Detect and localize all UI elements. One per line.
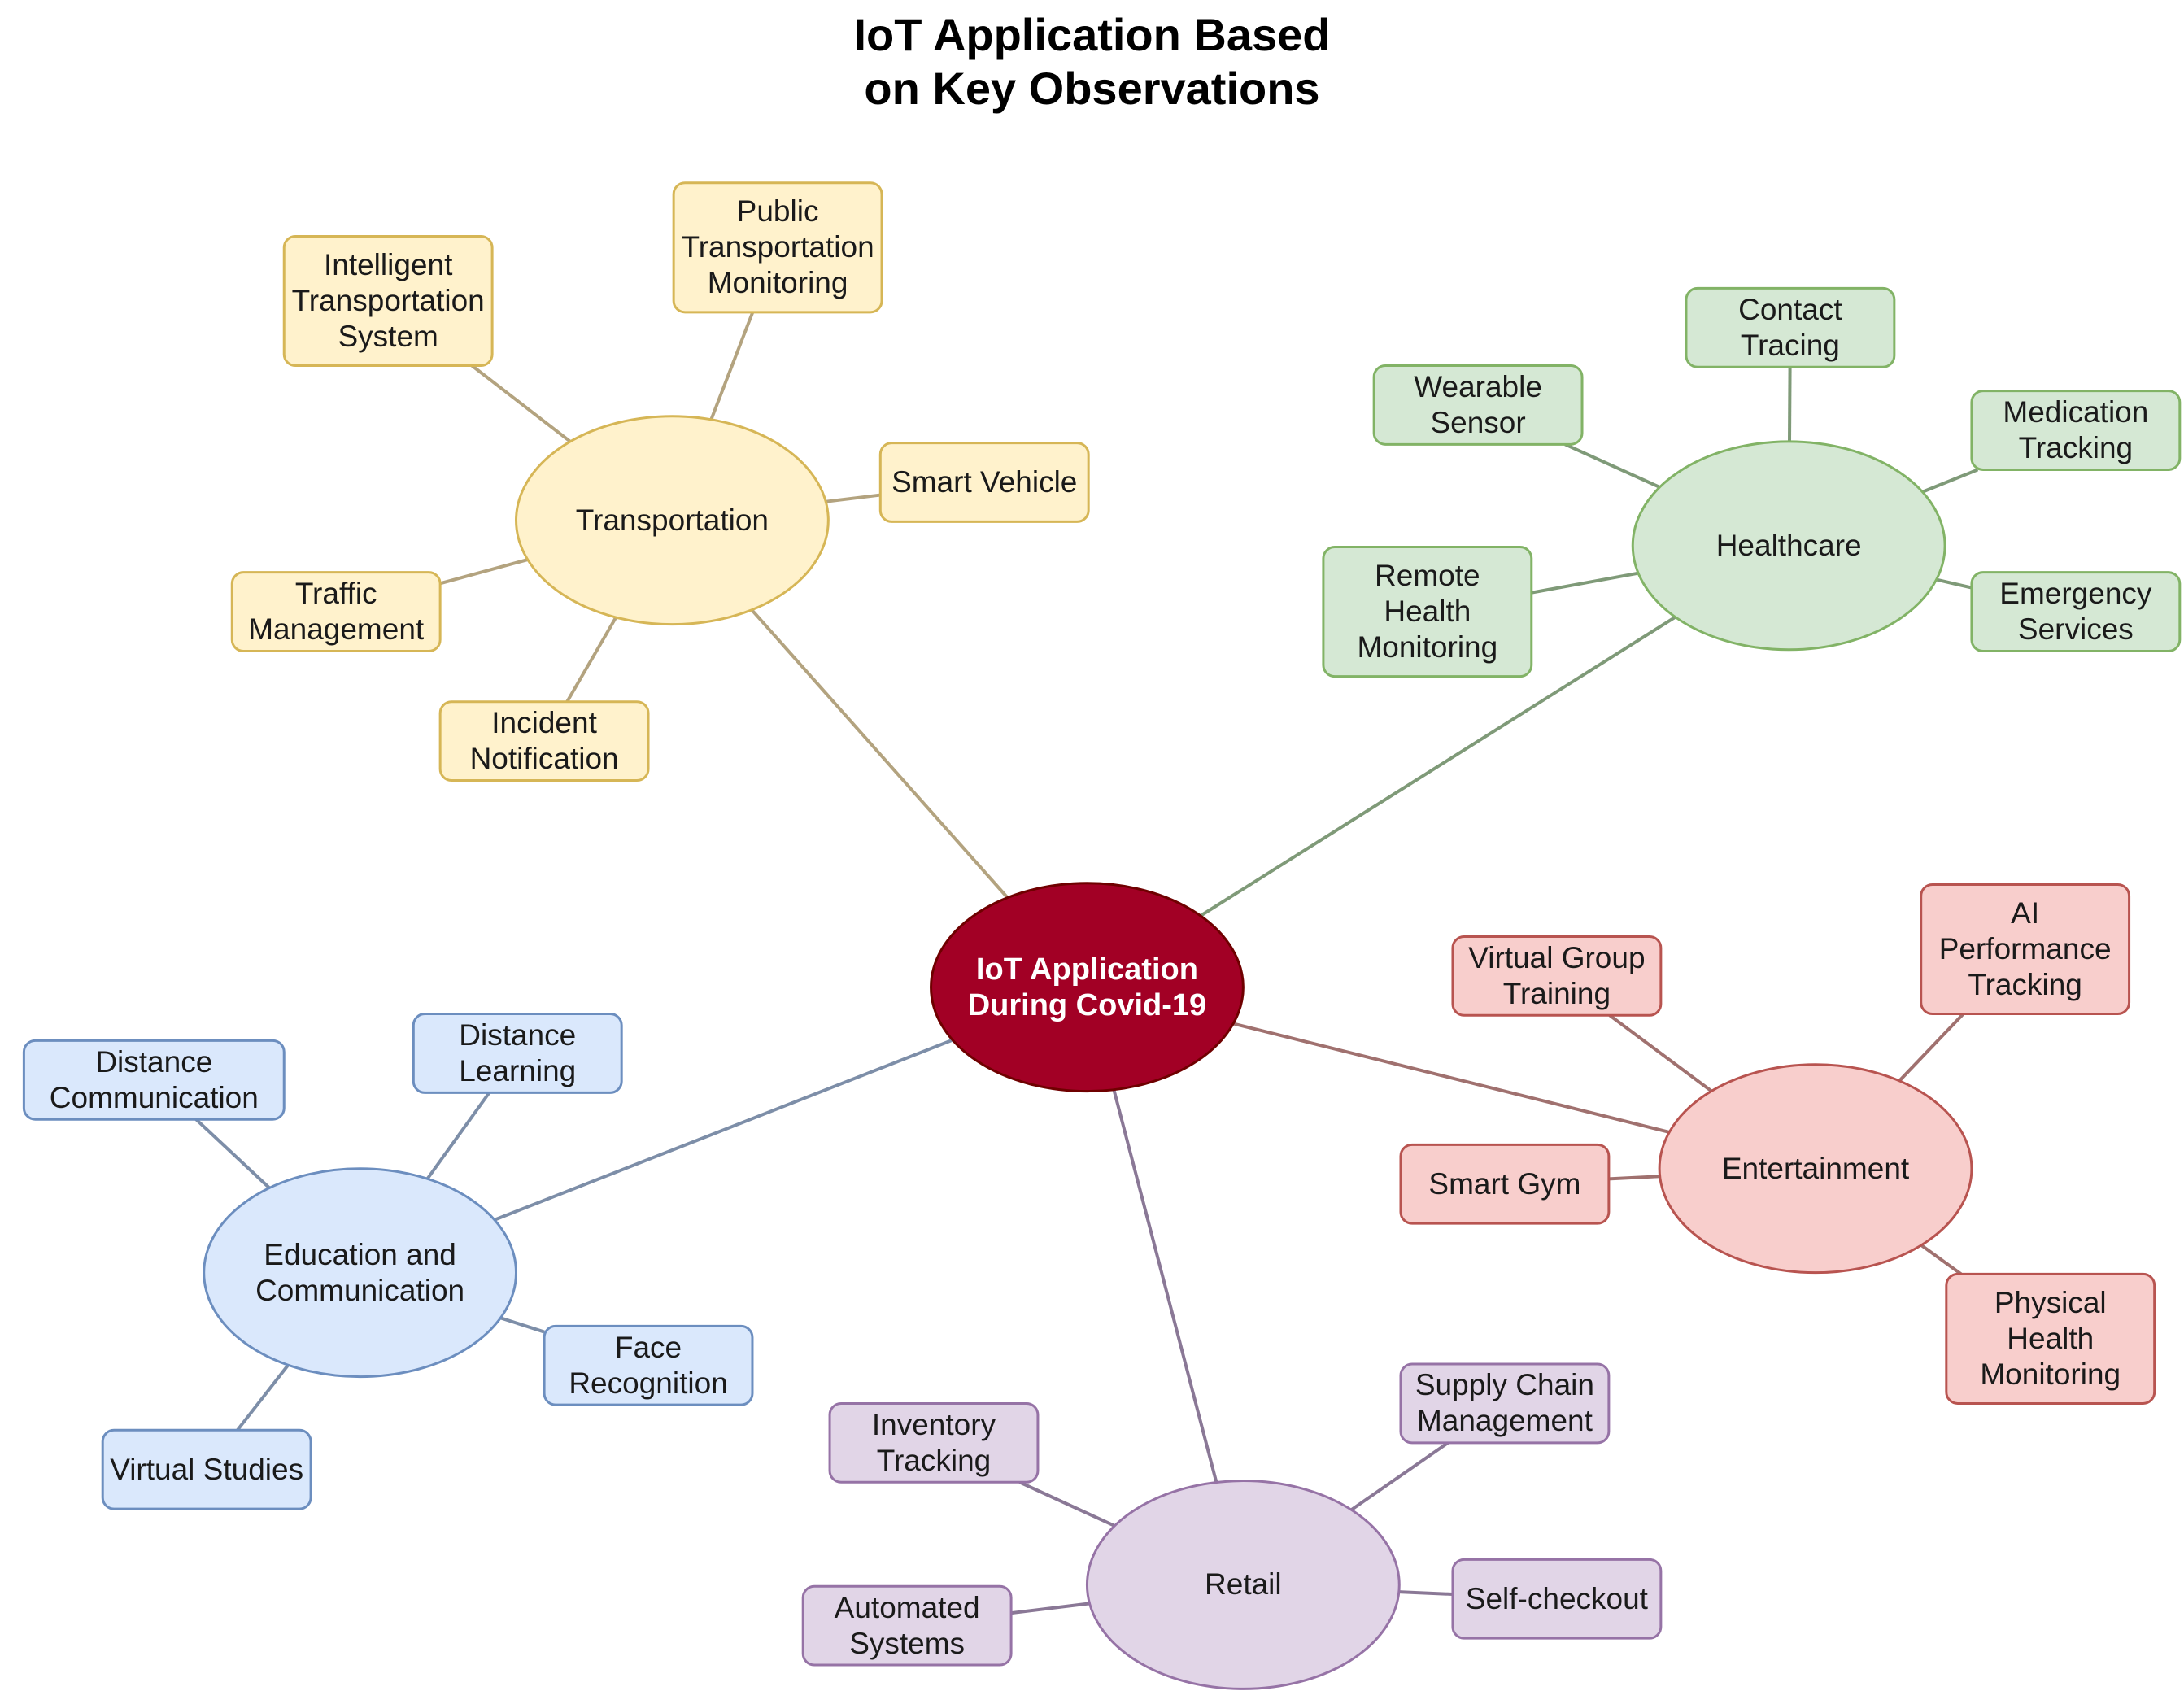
edge-healthcare-leaf-3 xyxy=(1531,571,1639,595)
edge-healthcare-leaf-1 xyxy=(1788,367,1792,442)
diagram-title: IoT Application Based on Key Observation… xyxy=(853,9,1331,114)
edge-entertainment-leaf-1 xyxy=(1898,1013,1965,1083)
edge-entertainment-leaf-0 xyxy=(1608,1013,1713,1093)
healthcare-node xyxy=(1631,440,1946,652)
edge-retail-leaf-0 xyxy=(1018,1480,1116,1528)
edge-healthcare-leaf-0 xyxy=(1564,442,1661,489)
entertainment-leaf-node xyxy=(1920,883,2131,1016)
retail-leaf-node xyxy=(1451,1558,1663,1640)
education-leaf-label: Distance Communication xyxy=(49,1044,259,1114)
transportation-node-label: Transportation xyxy=(575,503,769,537)
healthcare-node-label: Healthcare xyxy=(1715,528,1862,562)
edge-center-entertainment xyxy=(1232,1022,1670,1134)
transportation-leaf-label: Intelligent Transportation System xyxy=(291,247,485,353)
central-node xyxy=(930,882,1245,1093)
entertainment-leaf-node xyxy=(1451,935,1663,1017)
edge-education-leaf-0 xyxy=(194,1118,271,1189)
edge-healthcare-leaf-2 xyxy=(1921,468,1979,494)
edge-education-leaf-3 xyxy=(236,1363,290,1432)
transportation-leaf-node xyxy=(282,234,494,368)
retail-node-label: Retail xyxy=(1205,1567,1282,1602)
healthcare-leaf-node xyxy=(1970,571,2182,652)
education-leaf-node xyxy=(543,1324,754,1406)
healthcare-leaf-label: Medication Tracking xyxy=(2003,395,2149,465)
retail-node xyxy=(1085,1480,1401,1690)
edge-education-leaf-1 xyxy=(425,1092,491,1180)
edge-transportation-leaf-1 xyxy=(709,312,755,421)
healthcare-leaf-node xyxy=(1372,364,1584,446)
edge-transportation-leaf-3 xyxy=(439,558,529,586)
education-leaf-label: Face Recognition xyxy=(569,1330,728,1400)
entertainment-leaf-node xyxy=(1399,1143,1611,1225)
retail-leaf-node xyxy=(801,1584,1013,1667)
edge-retail-leaf-3 xyxy=(1398,1590,1454,1597)
transportation-leaf-label: Traffic Management xyxy=(248,577,425,647)
healthcare-leaf-label: Emergency Services xyxy=(1999,577,2152,647)
education-leaf-label: Virtual Studies xyxy=(110,1452,304,1486)
transportation-leaf-node xyxy=(672,181,883,314)
retail-leaf-label: Self-checkout xyxy=(1465,1581,1648,1615)
edge-transportation-leaf-4 xyxy=(565,617,617,703)
entertainment-node-label: Entertainment xyxy=(1721,1151,1910,1185)
healthcare-leaf-label: Wearable Sensor xyxy=(1414,369,1542,439)
transportation-node xyxy=(515,415,830,626)
retail-leaf-label: Automated Systems xyxy=(834,1590,980,1660)
healthcare-leaf-label: Remote Health Monitoring xyxy=(1357,559,1498,665)
healthcare-leaf-node xyxy=(1685,286,1896,368)
edge-healthcare-leaf-4 xyxy=(1936,577,1973,590)
edge-center-education xyxy=(494,1038,953,1222)
transportation-leaf-label: Incident Notification xyxy=(469,706,619,776)
education-leaf-node xyxy=(22,1039,286,1121)
edge-entertainment-leaf-3 xyxy=(1920,1244,1963,1276)
entertainment-leaf-label: AI Performance Tracking xyxy=(1938,896,2112,1001)
entertainment-leaf-label: Smart Gym xyxy=(1428,1166,1581,1201)
entertainment-leaf-label: Physical Health Monitoring xyxy=(1980,1285,2121,1391)
healthcare-leaf-node xyxy=(1970,390,2182,471)
retail-leaf-node xyxy=(828,1401,1040,1484)
transportation-leaf-node xyxy=(438,700,650,782)
edge-center-transportation xyxy=(750,608,1009,899)
entertainment-leaf-label: Virtual Group Training xyxy=(1468,940,1646,1010)
education-leaf-node xyxy=(101,1428,312,1510)
retail-leaf-label: Supply Chain Management xyxy=(1415,1368,1594,1438)
central-node-label: IoT Application During Covid-19 xyxy=(967,952,1207,1022)
edge-entertainment-leaf-2 xyxy=(1608,1175,1660,1181)
edge-transportation-leaf-2 xyxy=(825,493,881,503)
entertainment-leaf-node xyxy=(1945,1272,2156,1405)
edge-center-retail xyxy=(1112,1089,1218,1483)
edge-retail-leaf-1 xyxy=(1350,1441,1449,1511)
edge-transportation-leaf-0 xyxy=(470,364,572,443)
edge-education-leaf-2 xyxy=(499,1316,545,1334)
healthcare-leaf-label: Contact Tracing xyxy=(1738,292,1842,362)
entertainment-node xyxy=(1658,1063,1973,1275)
education-node-label: Education and Communication xyxy=(255,1237,465,1307)
transportation-leaf-node xyxy=(878,442,1090,523)
retail-leaf-node xyxy=(1399,1362,1611,1445)
transportation-leaf-label: Smart Vehicle xyxy=(891,465,1078,499)
healthcare-leaf-node xyxy=(1322,546,1533,678)
transportation-leaf-node xyxy=(230,571,442,652)
education-leaf-node xyxy=(412,1013,623,1094)
edge-center-healthcare xyxy=(1199,615,1676,917)
education-leaf-label: Distance Learning xyxy=(459,1018,577,1087)
retail-leaf-label: Inventory Tracking xyxy=(871,1407,996,1477)
transportation-leaf-label: Public Transportation Monitoring xyxy=(681,194,874,300)
education-node xyxy=(203,1167,518,1379)
edge-retail-leaf-2 xyxy=(1010,1602,1090,1615)
